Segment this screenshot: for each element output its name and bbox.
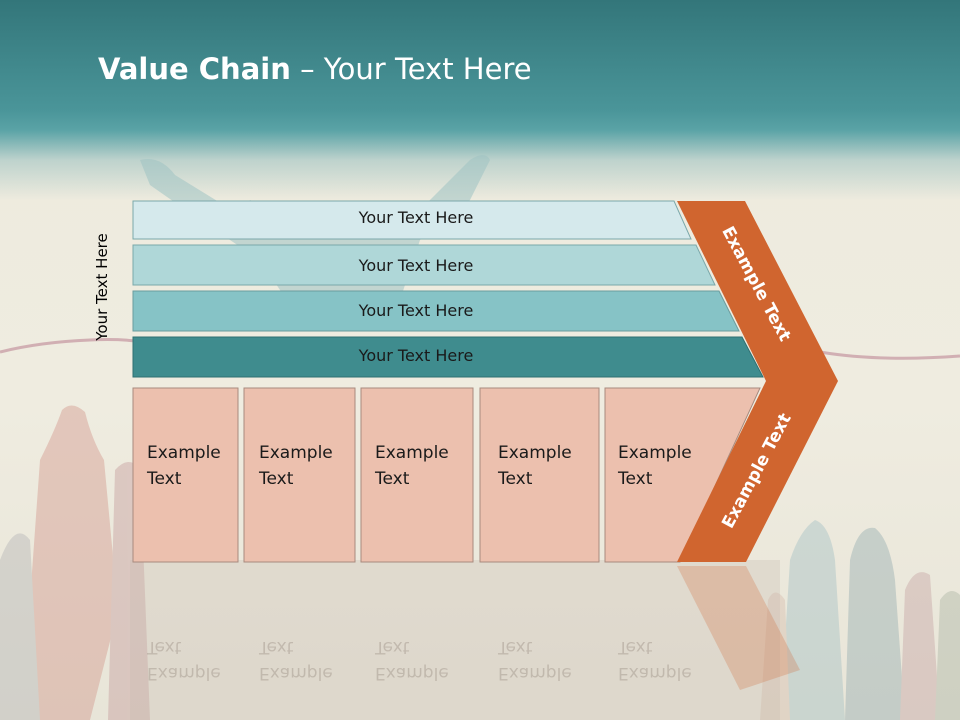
bar-2 [132,244,716,286]
bar-4-label: Your Text Here [358,346,474,365]
title-rest: – Your Text Here [290,52,532,86]
activity-box-1 [132,387,239,563]
activity-box-3 [360,387,474,563]
chevron-reflection [677,566,800,690]
box-5-line1: Example [618,443,692,463]
box-4-line2: Text [498,469,533,489]
bar-3-label: Your Text Here [358,301,474,320]
box-2-line1: Example [259,443,333,463]
box-1-line1: Example [147,443,221,463]
activity-box-4 [479,387,600,563]
bar-4 [132,336,764,378]
box-1-line2: Text [147,469,182,489]
box-2-line2: Text [259,469,294,489]
chevron-bottom [677,381,838,562]
bar-1-label: Your Text Here [358,208,474,227]
box-4-line1: Example [498,443,572,463]
activity-box-2 [243,387,356,563]
bar-2-label: Your Text Here [358,256,474,275]
bar-3 [132,290,740,332]
bar-1 [132,200,692,240]
slide-title: Value Chain – Your Text Here [98,52,532,86]
title-bold: Value Chain [98,52,291,86]
box-3-line1: Example [375,443,449,463]
box-5-line2: Text [618,469,653,489]
chevron-top [677,201,838,381]
box-3-line2: Text [375,469,410,489]
